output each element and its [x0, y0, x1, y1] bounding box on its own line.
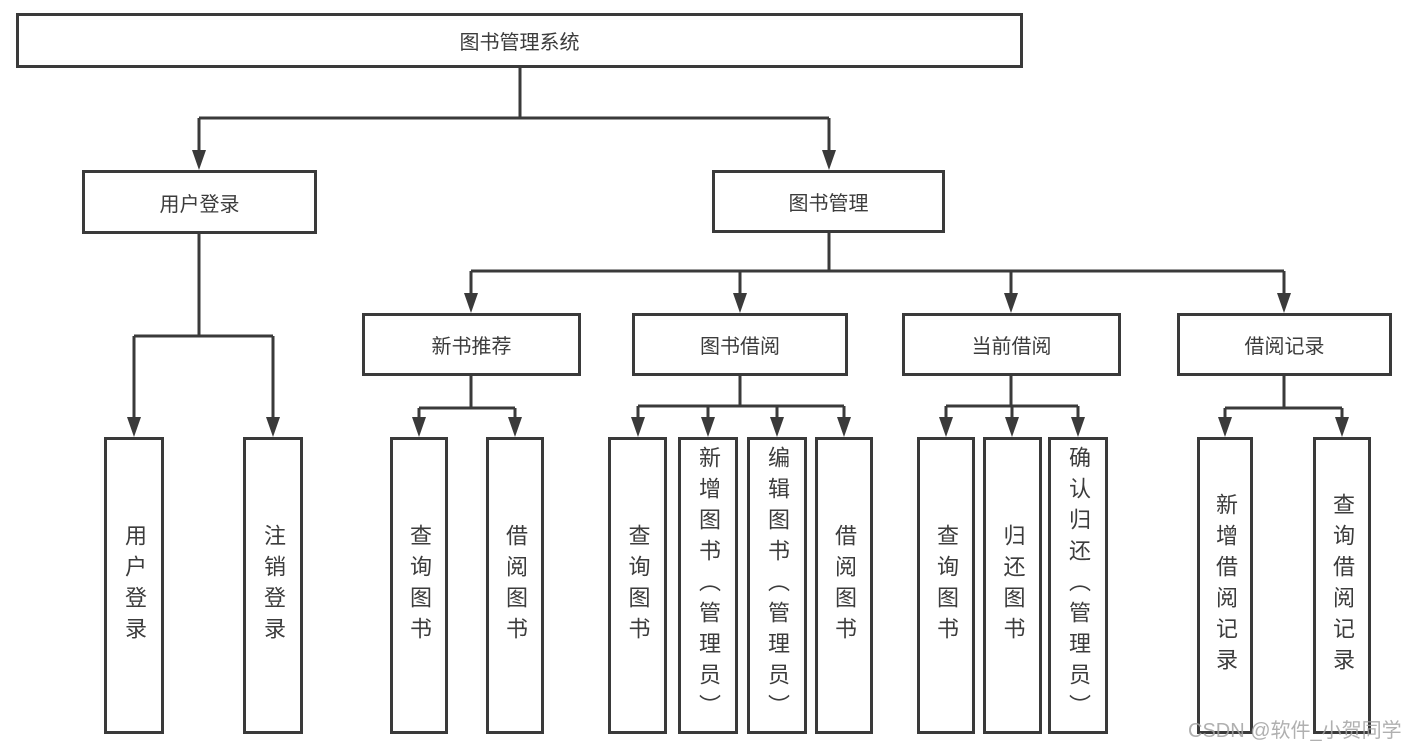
node-book-management-label: 图书管理: [788, 193, 869, 215]
arrowhead: [127, 417, 141, 437]
node-root-system: 图书管理系统: [16, 13, 1023, 68]
arrowhead: [939, 417, 953, 437]
arrowhead: [1005, 417, 1019, 437]
leaf-borrow-edit-books-admin-label: 编辑图书（管理员）: [765, 446, 790, 725]
arrowhead: [837, 417, 851, 437]
leaf-borrow-borrow-books-label: 借阅图书: [832, 523, 857, 648]
node-new-book-recommend-label: 新书推荐: [431, 336, 512, 358]
leaf-user-login-label: 用户登录: [122, 523, 147, 648]
node-new-book-recommend: 新书推荐: [362, 313, 581, 376]
arrowhead: [822, 150, 836, 170]
arrowhead: [770, 417, 784, 437]
node-book-management: 图书管理: [712, 170, 945, 233]
leaf-borrow-query-books-label: 查询图书: [625, 523, 651, 648]
leaf-borrow-edit-books-admin: 编辑图书（管理员）: [747, 437, 807, 734]
node-current-borrow-label: 当前借阅: [971, 336, 1052, 358]
leaf-record-query-record-label: 查询借阅记录: [1330, 492, 1355, 679]
arrowhead: [464, 293, 478, 313]
leaf-logout: 注销登录: [243, 437, 303, 734]
arrowhead: [508, 417, 522, 437]
leaf-borrow-borrow-books: 借阅图书: [815, 437, 873, 734]
leaf-newbook-borrow-books-label: 借阅图书: [503, 523, 528, 648]
leaf-current-return-books-label: 归还图书: [1000, 523, 1026, 648]
node-root-label: 图书管理系统: [459, 32, 580, 54]
leaf-user-login: 用户登录: [104, 437, 164, 734]
leaf-current-return-books: 归还图书: [983, 437, 1042, 734]
leaf-record-add-record: 新增借阅记录: [1197, 437, 1253, 734]
arrowhead: [701, 417, 715, 437]
leaf-newbook-query-books-label: 查询图书: [407, 523, 432, 648]
node-user-login-label: 用户登录: [159, 193, 240, 216]
leaf-current-query-books-label: 查询图书: [934, 523, 959, 648]
leaf-borrow-add-books-admin: 新增图书（管理员）: [678, 437, 738, 734]
node-borrow-record: 借阅记录: [1177, 313, 1392, 376]
node-book-borrow-label: 图书借阅: [700, 336, 780, 358]
arrowhead: [1218, 417, 1232, 437]
node-borrow-record-label: 借阅记录: [1244, 336, 1325, 358]
arrowhead: [412, 417, 426, 437]
arrowhead: [733, 293, 747, 313]
node-current-borrow: 当前借阅: [902, 313, 1121, 376]
leaf-newbook-query-books: 查询图书: [390, 437, 448, 734]
leaf-current-confirm-return-admin: 确认归还（管理员）: [1048, 437, 1108, 734]
leaf-current-query-books: 查询图书: [917, 437, 975, 734]
arrowhead: [192, 150, 206, 170]
arrowhead: [1004, 293, 1018, 313]
leaf-borrow-add-books-admin-label: 新增图书（管理员）: [696, 446, 721, 725]
leaf-record-add-record-label: 新增借阅记录: [1213, 492, 1238, 679]
leaf-newbook-borrow-books: 借阅图书: [486, 437, 544, 734]
leaf-borrow-query-books: 查询图书: [608, 437, 667, 734]
arrowhead: [1277, 293, 1291, 313]
leaf-current-confirm-return-admin-label: 确认归还（管理员）: [1066, 446, 1091, 725]
csdn-watermark: CSDN @软件_小贺同学: [1188, 720, 1402, 742]
node-book-borrow: 图书借阅: [632, 313, 848, 376]
arrowhead: [266, 417, 280, 437]
arrowhead: [631, 417, 645, 437]
arrowhead: [1071, 417, 1085, 437]
arrowhead: [1335, 417, 1349, 437]
leaf-logout-label: 注销登录: [261, 523, 286, 648]
leaf-record-query-record: 查询借阅记录: [1313, 437, 1371, 734]
node-user-login: 用户登录: [82, 170, 317, 234]
